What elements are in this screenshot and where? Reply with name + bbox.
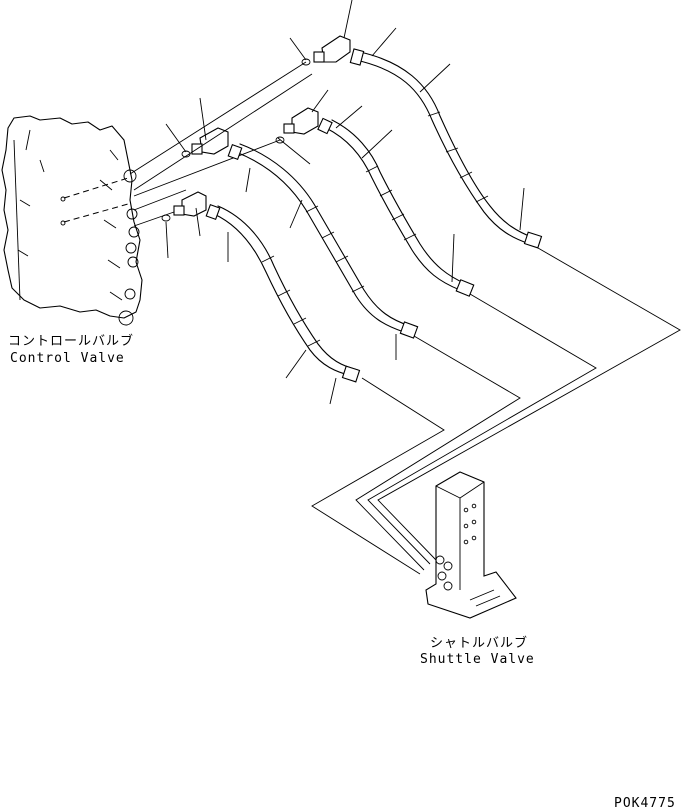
routing-lines [311,247,681,575]
control-valve-body [1,115,143,326]
leader-lines [165,0,525,405]
figure-code: POK4775 [614,796,676,811]
hoses [205,48,543,383]
fittings [161,35,351,222]
shuttle-valve-body [425,471,517,619]
shuttle-valve-label-jp: シャトルバルブ [430,636,529,651]
shuttle-valve-label-en: Shuttle Valve [420,652,535,667]
control-valve-label-en: Control Valve [10,351,125,366]
guide-lines [129,61,313,227]
control-valve-label-jp: コントロールバルブ [8,334,135,349]
